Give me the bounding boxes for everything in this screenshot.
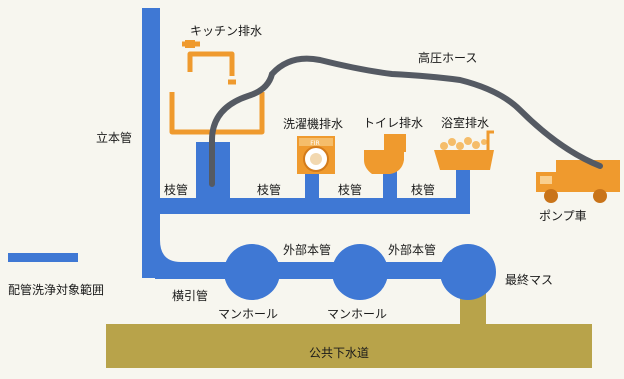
faucet-handle [185,40,195,48]
public-sewer-label: 公共下水道 [309,346,369,360]
public-sewer-pipe [106,324,592,368]
outer-main-label-2: 外部本管 [388,242,436,257]
toilet-drop-pipe [383,170,397,200]
toilet-label: トイレ排水 [363,116,423,130]
hose-label: 高圧ホース [418,50,477,65]
outer-main-label-1: 外部本管 [283,242,331,257]
branch-label-4: 枝管 [411,182,435,197]
final-basin [440,244,496,300]
bath-label: 浴室排水 [441,115,489,130]
bathtub-icon [434,130,494,170]
bath-drop-pipe [456,170,470,200]
branch-label-1: 枝管 [164,182,188,197]
riser-pipe [142,8,160,278]
branch-label-2: 枝管 [257,182,281,197]
manhole-label-1: マンホール [218,307,278,321]
legend-swatch [8,253,78,262]
branch-pipe-horizontal [142,198,470,214]
branch-label-3: 枝管 [338,182,362,197]
riser-elbow [142,240,181,279]
pump-truck-icon [536,160,620,203]
washer-label: 洗濯機排水 [283,116,343,131]
washer-brand-text: FIR [310,140,319,147]
lateral-pipe-label: 横引管 [172,288,208,303]
outer-main-pipe [155,262,470,279]
manhole-2 [332,244,388,300]
pump-truck-label: ポンプ車 [539,209,587,223]
kitchen-label: キッチン排水 [190,24,262,38]
high-pressure-hose [209,55,603,187]
final-basin-label: 最終マス [505,272,553,287]
riser-label: 立本管 [96,130,132,145]
manhole-label-2: マンホール [327,307,387,321]
washing-machine-icon [297,136,335,174]
legend-label: 配管洗浄対象範囲 [8,282,104,297]
drain-pipes [8,8,470,279]
toilet-icon [364,134,406,174]
manhole-1 [224,244,280,300]
washer-drop-pipe [305,170,319,200]
